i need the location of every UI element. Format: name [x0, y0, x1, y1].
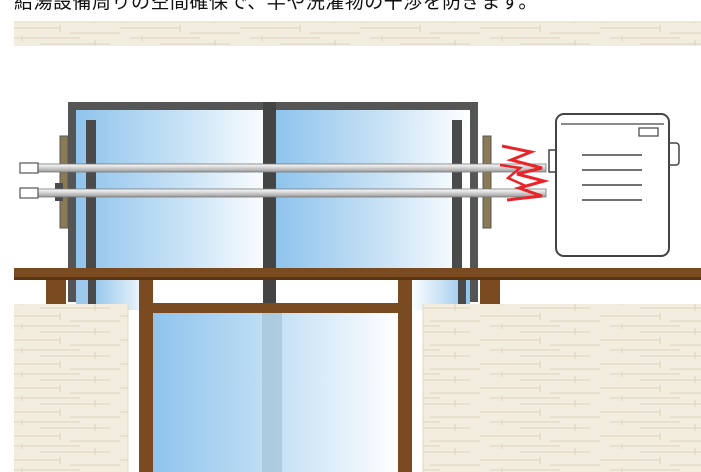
top-brick-wall	[14, 22, 701, 46]
clothes-pole-upper	[19, 162, 547, 174]
clothes-pole-lower	[19, 187, 547, 199]
balcony-handrail	[14, 268, 701, 304]
caption-text: 給湯設備周りの空間確保で、竿や洗濯物の干渉を防ぎます。	[14, 0, 538, 13]
clothesline-bracket-left	[55, 135, 69, 229]
balcony-wood-frame	[139, 280, 412, 472]
collision-mark	[499, 144, 550, 202]
clothesline-bracket-right	[482, 135, 492, 229]
brick-wall-right	[423, 304, 701, 472]
brick-wall-left	[14, 304, 128, 472]
water-heater-unit	[548, 113, 680, 257]
